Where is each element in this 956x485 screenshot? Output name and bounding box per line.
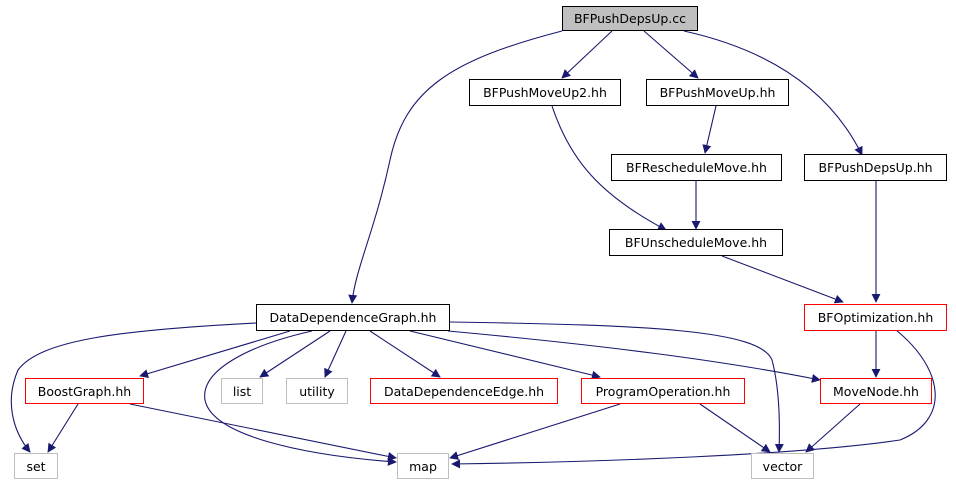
node-movenode[interactable]: MoveNode.hh: [820, 378, 932, 404]
node-list[interactable]: list: [221, 378, 263, 404]
node-map[interactable]: map: [397, 453, 449, 479]
edge-root-pushmoveup2: [561, 30, 613, 79]
node-bfoptimization[interactable]: BFOptimization.hh: [804, 304, 947, 331]
edge-ddg-movenode: [447, 330, 821, 383]
node-bfpushmoveup[interactable]: BFPushMoveUp.hh: [646, 79, 789, 106]
edge-movenode-vector: [805, 403, 861, 453]
edge-programoperation-vector: [699, 403, 771, 453]
node-programoperation[interactable]: ProgramOperation.hh: [581, 378, 745, 404]
node-bfpushdepsup[interactable]: BFPushDepsUp.hh: [804, 154, 947, 181]
edge-boostgraph-map: [129, 403, 397, 461]
edge-boostgraph-set: [47, 403, 79, 453]
node-vector[interactable]: vector: [751, 453, 814, 479]
edge-pushmoveup2-unschedule: [551, 105, 667, 231]
edge-unschedule-optimization: [721, 255, 844, 304]
edge-ddg-programoperation: [409, 330, 601, 380]
node-bfpushmoveup2[interactable]: BFPushMoveUp2.hh: [469, 79, 621, 106]
node-set[interactable]: set: [14, 453, 58, 479]
edge-root-ddg: [348, 30, 563, 304]
edge-ddg-set: [10, 322, 257, 453]
node-bfunschedulemove[interactable]: BFUnscheduleMove.hh: [609, 229, 783, 256]
node-datadependencegraph[interactable]: DataDependenceGraph.hh: [256, 304, 450, 331]
edge-ddg-vector: [449, 321, 784, 453]
node-root-file[interactable]: BFPushDepsUp.cc: [562, 6, 698, 31]
edge-optimization-map: [451, 329, 936, 469]
edge-pushmoveup-reschedule: [702, 105, 717, 154]
node-boostgraph[interactable]: BoostGraph.hh: [25, 378, 144, 404]
edge-root-pushdepsup: [683, 30, 863, 156]
edge-programoperation-map: [449, 403, 621, 460]
edge-ddg-list: [259, 330, 331, 378]
node-bfreschedulemove[interactable]: BFRescheduleMove.hh: [611, 154, 782, 181]
edge-ddg-utility: [324, 330, 347, 378]
node-utility[interactable]: utility: [286, 378, 348, 404]
node-datadependenceedge[interactable]: DataDependenceEdge.hh: [370, 378, 558, 404]
edge-ddg-map: [204, 330, 397, 466]
edge-root-pushmoveup: [643, 30, 699, 79]
edge-ddg-ddedge: [369, 330, 441, 378]
edge-ddg-boostgraph: [139, 330, 291, 378]
